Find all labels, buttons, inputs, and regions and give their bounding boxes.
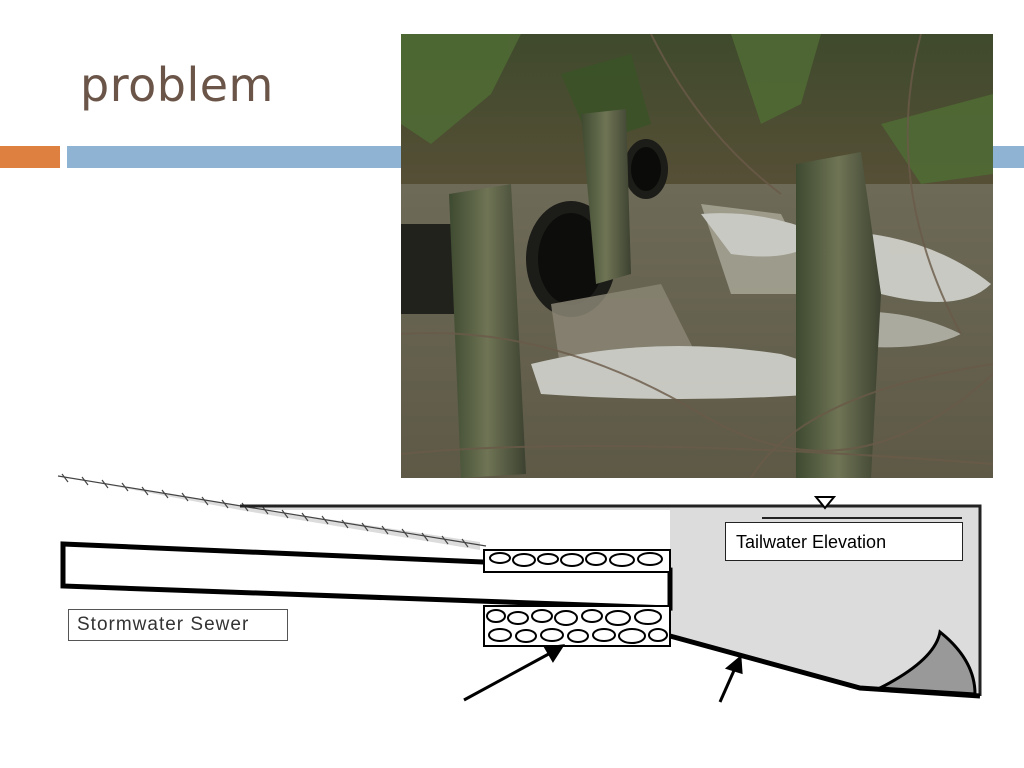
wooden-post-left bbox=[449, 184, 526, 478]
water-level-marker bbox=[813, 496, 837, 510]
slide-title: problem bbox=[80, 58, 274, 112]
riprap-bottom bbox=[483, 605, 671, 647]
pointer-arrows bbox=[463, 644, 743, 703]
bare-branches bbox=[401, 34, 993, 478]
tailwater-elevation-label: Tailwater Elevation bbox=[725, 522, 963, 561]
stone-deposit bbox=[874, 629, 977, 696]
culvert-outfall-photo bbox=[401, 34, 993, 478]
riprap-top bbox=[483, 549, 671, 573]
culvert-pipes bbox=[401, 139, 668, 317]
wooden-post-middle bbox=[581, 109, 631, 284]
stormwater-sewer-label: Stormwater Sewer bbox=[68, 609, 288, 641]
accent-bar-orange bbox=[0, 146, 60, 168]
tailwater-outline bbox=[240, 504, 982, 696]
channel-bed bbox=[669, 633, 981, 699]
outfall-schematic bbox=[57, 473, 982, 703]
ground-surface bbox=[57, 473, 487, 548]
